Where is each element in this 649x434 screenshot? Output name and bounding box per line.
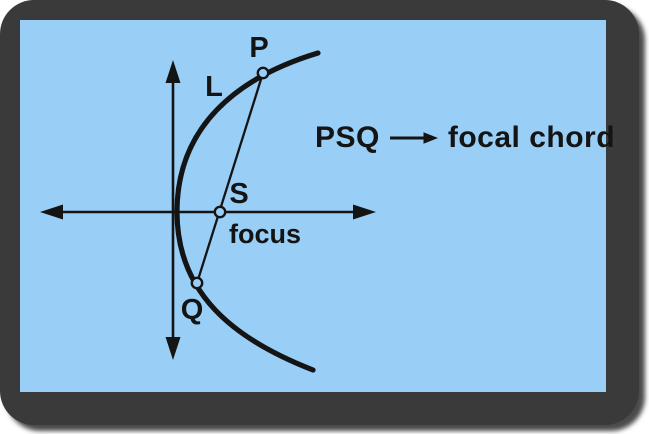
label-Q: Q <box>181 294 204 326</box>
point-Q-marker <box>190 276 204 290</box>
label-L: L <box>205 71 223 103</box>
annotation-lhs: PSQ <box>315 121 380 154</box>
label-focus: focus <box>229 219 301 249</box>
vertical-axis-up-arrowhead-icon <box>165 60 181 83</box>
parabola-curve <box>174 50 321 373</box>
point-P-marker <box>256 66 270 80</box>
vertical-axis-down-arrowhead-icon <box>165 337 181 360</box>
diagram-panel <box>20 20 606 392</box>
horizontal-axis-right-arrowhead-icon <box>353 204 376 220</box>
label-S: S <box>229 178 248 210</box>
annotation-rhs: focal chord <box>447 121 616 154</box>
annotation-focal-chord: PSQ focal chord <box>315 121 615 155</box>
horizontal-axis-left-arrowhead-icon <box>40 204 63 220</box>
long-right-arrow-icon <box>389 132 438 144</box>
point-S-marker <box>213 205 227 219</box>
focal-chord-line <box>195 72 265 284</box>
label-P: P <box>249 32 268 64</box>
